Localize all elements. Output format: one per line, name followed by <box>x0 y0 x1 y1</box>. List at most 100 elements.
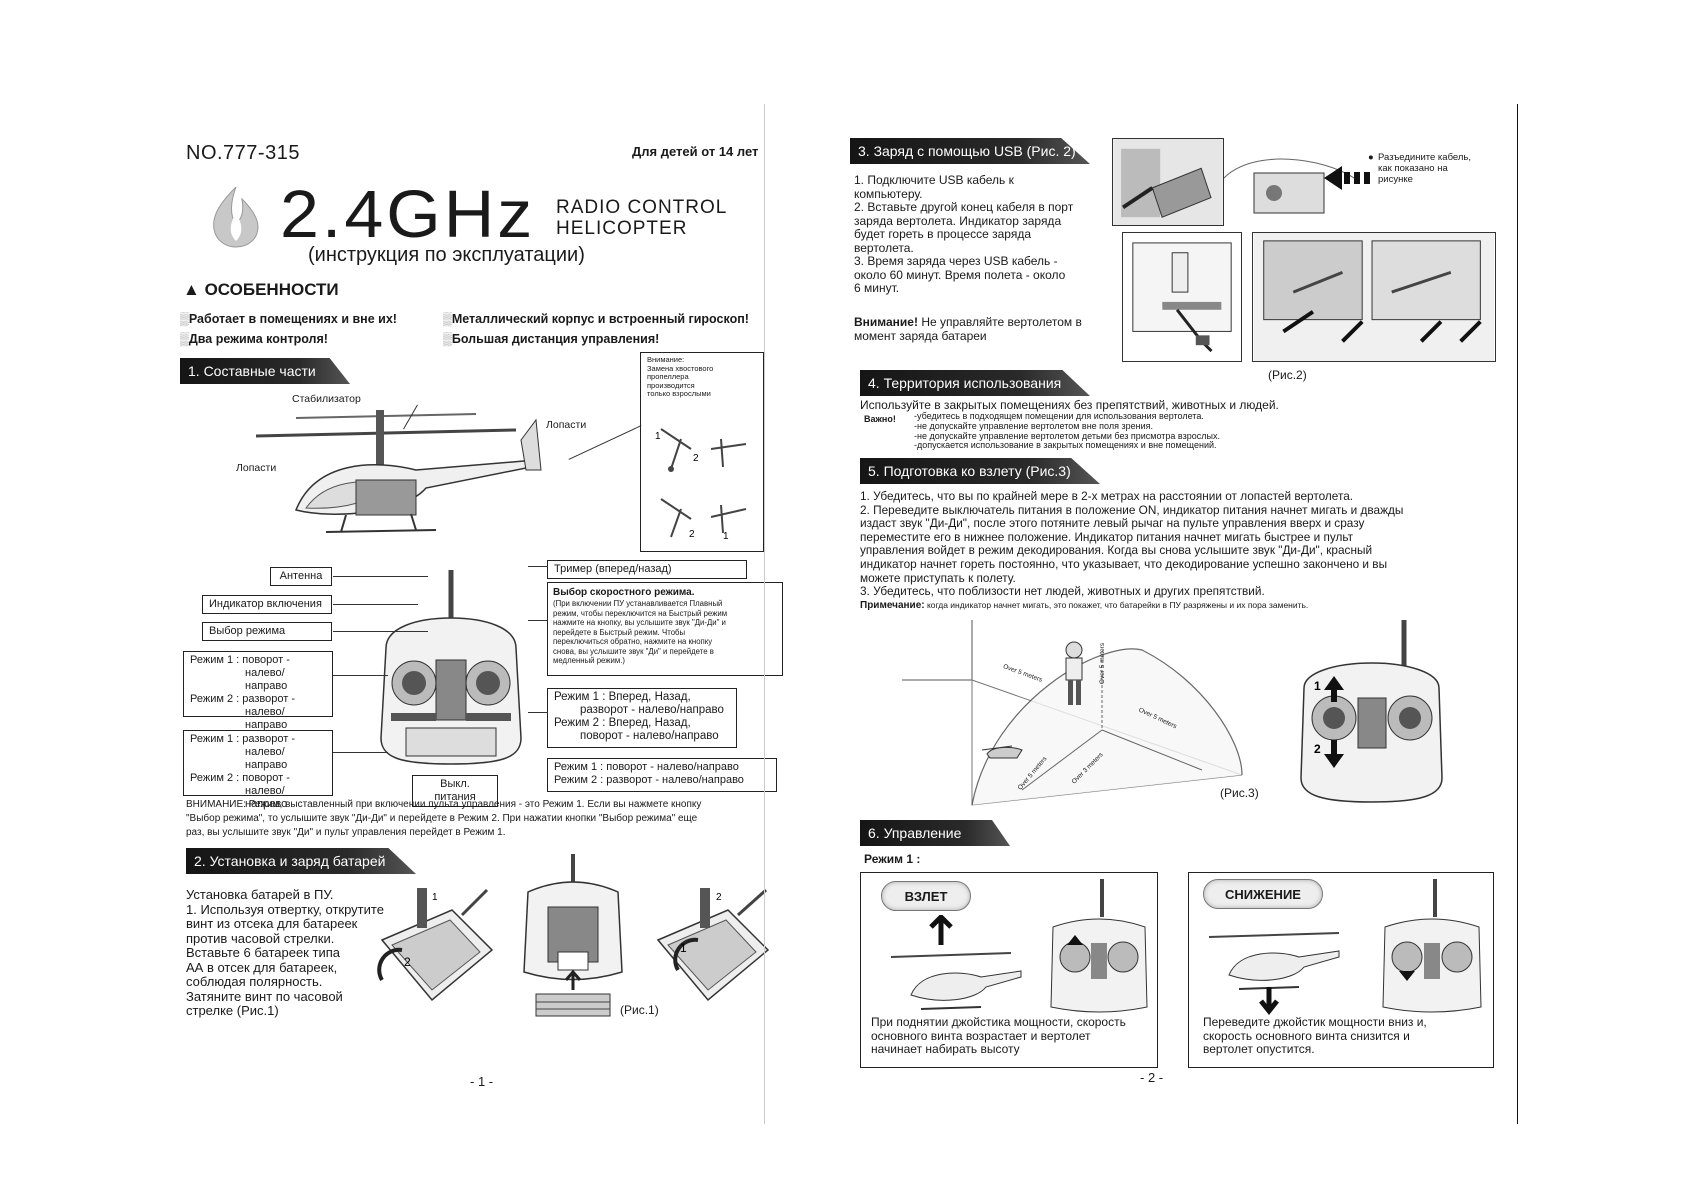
mode-select-label: Выбор режима <box>202 622 332 641</box>
usb-line: 2. Вставьте другой конец кабеля в порт <box>854 200 1074 214</box>
speed-select-line: нажмите на кнопку, вы услышите звук "Ди-… <box>553 618 726 627</box>
right-stick-line: разворот - налево/направо <box>580 704 724 716</box>
page-number-1: - 1 - <box>470 1074 494 1089</box>
usb-line: 3. Время заряда через USB кабель - <box>854 254 1058 268</box>
features-icon: ▲ <box>183 280 205 299</box>
left-stick-box-2: Режим 1 : разворот - налево/направо Режи… <box>183 730 333 810</box>
speed-select-line: режим, чтобы переключится на Быстрый реж… <box>553 608 728 618</box>
usb-line: компьютеру. <box>854 186 923 201</box>
dist-label-2: Over 5 meters <box>1099 642 1107 685</box>
svg-text:2: 2 <box>716 892 722 903</box>
prep-line: 2. Переведите выключатель питания в поло… <box>860 502 1404 517</box>
trimmer-label: Тример (вперед/назад) <box>547 560 747 579</box>
warning-line-1: ВНИМАНИЕ: Режим, выставленный при включе… <box>186 799 702 810</box>
brand-small-2: HELICOPTER <box>556 218 688 239</box>
important-label: Важно! <box>864 414 896 424</box>
features-title-text: ОСОБЕННОСТИ <box>204 280 339 299</box>
battery-line: Затяните винт по часовой <box>186 988 343 1004</box>
battery-line: 1. Используя отвертку, открутите <box>186 901 384 917</box>
takeoff-line: начинает набирать высоту <box>871 1042 1020 1056</box>
transmitter-illustration <box>376 568 526 768</box>
section-3-header: 3. Заряд с помощью USB (Рис. 2) <box>850 138 1090 164</box>
power-off-label: Выкл. питания <box>412 775 498 807</box>
usb-warning-line: Не управляйте вертолетом в <box>917 315 1082 329</box>
room-distance-illustration <box>902 620 1262 820</box>
prep-text: 1. Убедитесь, что вы по крайней мере в 2… <box>860 489 1404 599</box>
svg-text:1: 1 <box>1314 679 1321 693</box>
prep-note: Примечание: когда индикатор начнет мигат… <box>860 600 1308 611</box>
takeoff-heli-illustration <box>881 915 1031 1015</box>
tail-note-line: пропеллера <box>647 372 689 381</box>
prep-line: переместите его в нижнее положение. Инди… <box>860 529 1353 544</box>
usb-warning-bold: Внимание! <box>854 315 918 329</box>
svg-text:2: 2 <box>689 529 695 540</box>
speed-select-title: Выбор скоростного режима. <box>553 587 695 598</box>
brand-logo-icon <box>208 183 264 249</box>
helicopter-charging-photo <box>1252 232 1496 362</box>
right-stick-line: Режим 2 : разворот - налево/направо <box>554 774 744 786</box>
tail-note-line: Замена хвостового <box>647 363 714 373</box>
svg-text:1: 1 <box>723 531 729 542</box>
unplug-line: как показано на <box>1378 163 1448 174</box>
usb-photo-2 <box>1224 138 1354 226</box>
speed-select-line: снова, вы услышите звук "Ди" и перейдете… <box>553 646 714 656</box>
usb-warning: Внимание! Не управляйте вертолетом в мом… <box>854 315 1082 343</box>
speed-select-line: перейдете в Быстрый режим. Чтобы <box>553 627 686 637</box>
prep-line: индикатор начнет гореть постоянно, что у… <box>860 556 1388 571</box>
label-blades-left: Лопасти <box>236 462 277 474</box>
right-stick-line: Режим 1 : Вперед, Назад, <box>554 691 691 703</box>
battery-line: Вставьте 6 батареек типа <box>186 945 340 960</box>
landing-transmitter-illustration <box>1379 877 1485 1017</box>
takeoff-line: При поднятии джойстика мощности, скорост… <box>871 1015 1126 1029</box>
battery-line: соблюдая полярность. <box>186 974 323 989</box>
takeoff-panel: ВЗЛЕТ При поднятии джойстика мощности, с… <box>860 872 1158 1068</box>
feature-2: Металлический корпус и встроенный гироск… <box>443 312 749 326</box>
battery-text: Установка батарей в ПУ. 1. Используя отв… <box>186 887 384 1019</box>
landing-line: скорость основного винта снизится и <box>1203 1028 1410 1043</box>
right-stick-box: Режим 1 : Вперед, Назад, разворот - нале… <box>547 688 737 748</box>
label-blades-right: Лопасти <box>546 419 587 431</box>
battery-line: стрелке (Рис.1) <box>186 1003 279 1018</box>
takeoff-text: При поднятии джойстика мощности, скорост… <box>871 1015 1126 1057</box>
important-line: -убедитесь в подходящем помещении для ис… <box>914 411 1204 421</box>
brand-big: 2.4GHz <box>280 176 536 252</box>
page-1: NO.777-315 Для детей от 14 лет 2.4GHz RA… <box>0 0 842 1192</box>
helicopter-illustration <box>236 400 576 550</box>
landing-text: Переведите джойстик мощности вниз и, ско… <box>1203 1015 1427 1057</box>
svg-text:1: 1 <box>432 892 438 903</box>
prep-line: издаст звук "Ди-Ди", после этого потянит… <box>860 516 1365 531</box>
left-stick-line: Режим 2 : поворот - <box>190 772 290 784</box>
important-lines: -убедитесь в подходящем помещении для ис… <box>914 411 1220 451</box>
battery-step-2-illustration <box>518 852 628 1022</box>
usb-photo-1 <box>1112 138 1224 226</box>
model-number: NO.777-315 <box>186 142 300 164</box>
unplug-line: рисунке <box>1378 174 1413 185</box>
landing-label: СНИЖЕНИЕ <box>1203 879 1323 909</box>
prep-line: 1. Убедитесь, что вы по крайней мере в 2… <box>860 489 1354 503</box>
tail-note-line: только взрослыми <box>647 389 711 398</box>
fig1-caption: (Рис.1) <box>620 1003 659 1017</box>
left-stick-line: Режим 2 : разворот - <box>190 693 295 705</box>
subtitle: (инструкция по эксплуатации) <box>308 244 585 266</box>
antenna-label: Антенна <box>270 567 332 586</box>
feature-1: Работает в помещениях и вне их! <box>180 312 397 326</box>
takeoff-label: ВЗЛЕТ <box>881 881 971 911</box>
right-stick-box-2: Режим 1 : поворот - налево/направо Режим… <box>547 758 777 792</box>
fig2-caption: (Рис.2) <box>1268 368 1307 382</box>
battery-line: винт из отсека для батареек <box>186 916 358 931</box>
usb-line: 6 минут. <box>854 281 900 295</box>
landing-heli-illustration <box>1199 915 1359 1015</box>
feature-3: Два режима контроля! <box>180 332 328 346</box>
usb-line: около 60 минут. Время полета - около <box>854 267 1066 282</box>
feature-4: Большая дистанция управления! <box>443 332 659 346</box>
mode-1-label: Режим 1 : <box>864 852 921 866</box>
power-indicator-label: Индикатор включения <box>202 595 332 614</box>
section-5-header: 5. Подготовка ко взлету (Рис.3) <box>860 458 1100 484</box>
unplug-line: Разъедините кабель, <box>1378 152 1472 163</box>
prep-line: управления войдет в режим декодирования.… <box>860 543 1373 558</box>
landing-line: вертолет опустится. <box>1203 1042 1315 1056</box>
